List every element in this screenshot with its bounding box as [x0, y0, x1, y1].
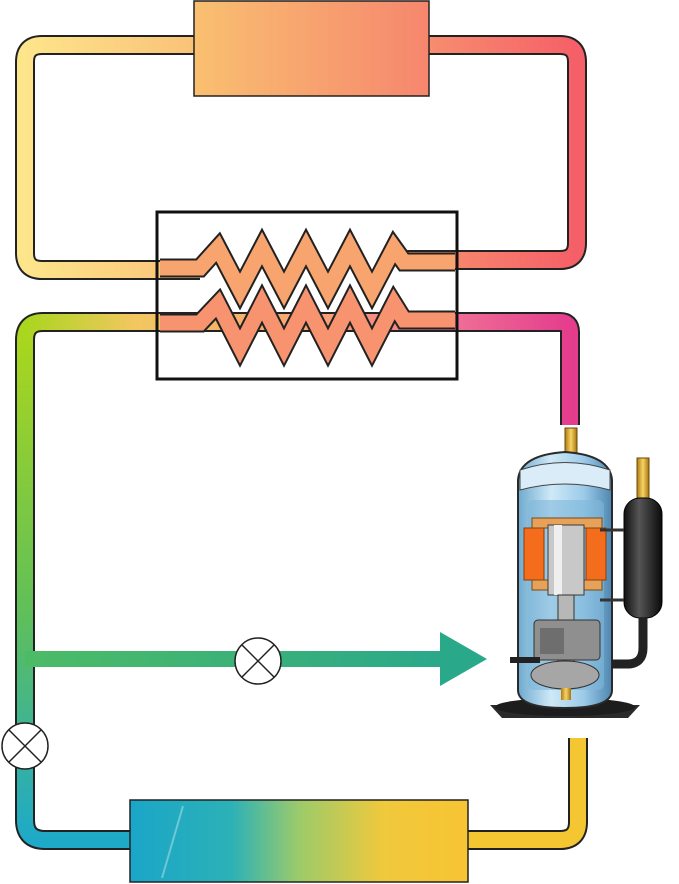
internal-heat-exchanger — [155, 210, 459, 381]
expansion-valve-main-icon — [1, 722, 49, 770]
expansion-valve-injection-icon — [234, 637, 282, 685]
liquid-line-pipe — [15, 340, 140, 850]
evaporator-assembly — [129, 738, 588, 883]
compressor-icon — [490, 427, 663, 718]
evaporator-box — [129, 799, 469, 883]
suction-line-pipe — [15, 312, 580, 650]
heat-exchanger-frame — [155, 210, 459, 381]
injection-arrow-head — [440, 632, 487, 686]
condenser-box — [193, 0, 430, 97]
